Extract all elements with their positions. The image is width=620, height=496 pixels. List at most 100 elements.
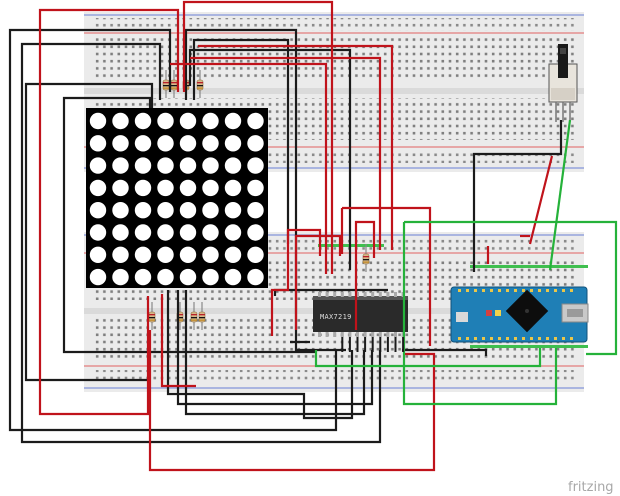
chip-pin <box>348 292 352 297</box>
led-dot <box>247 157 264 174</box>
nano-pin <box>546 289 549 292</box>
nano-pin <box>458 289 461 292</box>
nano-pin <box>562 289 565 292</box>
fritzing-brand: fritzing <box>568 480 614 495</box>
led-dot <box>134 179 152 197</box>
led-dot <box>112 246 129 263</box>
led-dot <box>224 135 242 152</box>
led-dot <box>179 246 197 263</box>
led-dot <box>134 246 152 263</box>
led-dot <box>179 135 197 152</box>
led-dot <box>179 157 197 174</box>
led-dot <box>247 202 264 219</box>
led-dot <box>112 179 129 197</box>
nano-pin <box>562 337 565 340</box>
led-dot <box>247 224 264 241</box>
wires-black <box>8 28 563 444</box>
chip-pin <box>333 332 337 337</box>
resistor <box>198 302 206 330</box>
chip-pin <box>371 332 375 337</box>
led-dot <box>112 224 129 241</box>
wires-red <box>38 0 554 472</box>
nano-pin <box>514 337 517 340</box>
nano-pin <box>490 337 493 340</box>
led-dot <box>157 179 174 197</box>
led-dot <box>179 202 197 219</box>
led-dot <box>247 179 264 197</box>
led-dot <box>247 246 264 263</box>
chip-label: MAX7219 <box>320 313 352 321</box>
led-dot <box>134 157 152 174</box>
chip-pin <box>394 292 397 297</box>
resistor <box>362 244 370 272</box>
chip-pin-wires <box>341 337 405 352</box>
nano-pin <box>506 289 509 292</box>
led-dot <box>157 157 174 174</box>
nano-pin <box>498 289 501 292</box>
nano-pin <box>570 289 573 292</box>
chip-pin <box>325 332 329 337</box>
led-dot <box>202 179 219 197</box>
led-dot <box>247 112 264 130</box>
nano-pin <box>482 337 485 340</box>
led-dot <box>112 112 129 130</box>
led-dot <box>89 268 107 286</box>
led-dot <box>157 202 174 219</box>
nano-pin <box>458 337 461 340</box>
led-dot <box>224 112 242 130</box>
chip-pin <box>378 292 382 297</box>
nano-pin <box>506 337 509 340</box>
led-dot <box>89 112 107 130</box>
led-grid <box>89 112 264 286</box>
led-dot <box>89 179 107 197</box>
nano-pin <box>466 289 469 292</box>
max7219-chip: MAX7219 <box>313 292 408 337</box>
chip-pin <box>363 332 367 337</box>
led-dot <box>157 135 174 152</box>
led-dot <box>157 246 174 263</box>
led-dot <box>202 135 219 152</box>
nano-pin <box>482 289 485 292</box>
led-dot <box>89 246 107 263</box>
nano-pin <box>570 337 573 340</box>
led-dot <box>134 224 152 241</box>
led-matrix-body <box>86 108 268 288</box>
led-dot <box>134 112 152 130</box>
led-dot <box>202 112 219 130</box>
led-dot <box>179 112 197 130</box>
led-dot <box>247 135 264 152</box>
led-dot <box>202 157 219 174</box>
nano-pin <box>474 337 477 340</box>
chip-pin <box>356 332 359 337</box>
led-dot <box>134 202 152 219</box>
led-dot <box>112 202 129 219</box>
chip-pin <box>318 332 321 337</box>
led-dot <box>179 179 197 197</box>
chip-pin <box>363 292 367 297</box>
nano-pin <box>538 337 541 340</box>
potentiometer <box>548 44 578 122</box>
led-dot <box>224 268 242 286</box>
nano-pin <box>554 289 557 292</box>
nano-pin <box>530 289 533 292</box>
led-dot <box>89 157 107 174</box>
led-dot <box>202 246 219 263</box>
led-dot <box>112 135 129 152</box>
led-dot <box>224 157 242 174</box>
wires-green <box>314 119 618 406</box>
chip-pin <box>333 292 337 297</box>
nano-pin <box>514 289 517 292</box>
chip-pin <box>371 292 375 297</box>
chip-pin <box>386 292 390 297</box>
chip-pin <box>340 332 344 337</box>
nano-pin <box>474 289 477 292</box>
chip-pin <box>325 292 329 297</box>
resistor <box>162 70 170 98</box>
chip-pin <box>386 332 390 337</box>
nano-pin <box>490 289 493 292</box>
led-dot <box>89 202 107 219</box>
led-dot <box>134 135 152 152</box>
led-dot <box>224 246 242 263</box>
led-dot <box>202 202 219 219</box>
led-dot <box>157 268 174 286</box>
